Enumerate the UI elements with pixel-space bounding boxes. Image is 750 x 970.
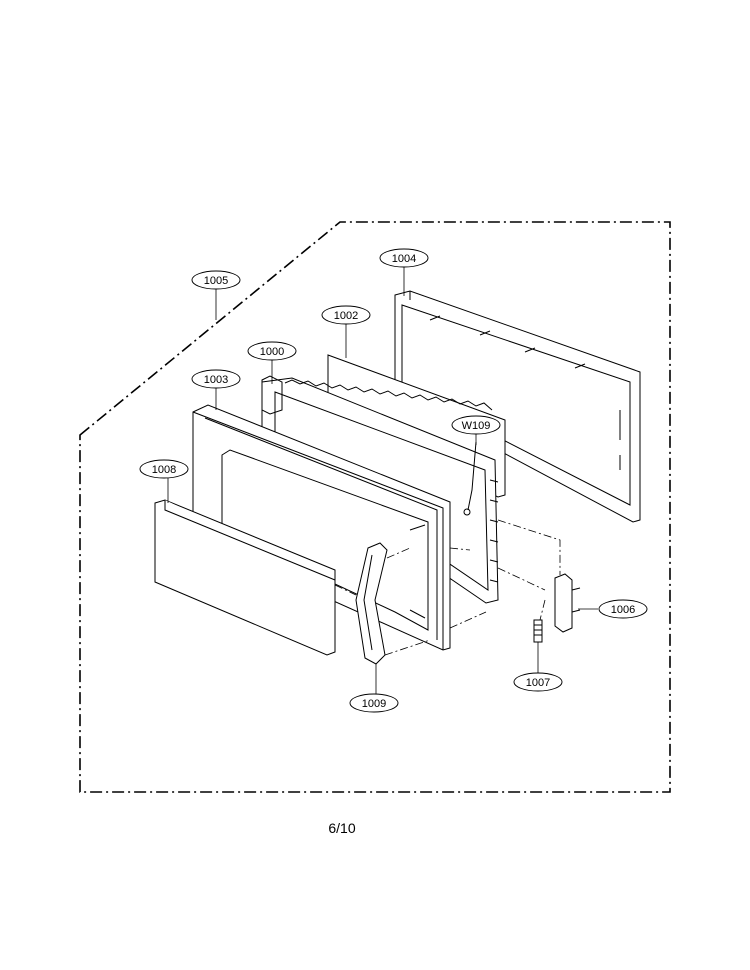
callout-1008-label: 1008 [152, 464, 176, 476]
callout-1006-label: 1006 [611, 604, 635, 616]
callout-1006: 1006 [598, 599, 648, 619]
callout-1000-label: 1000 [260, 346, 284, 358]
callout-W109-label: W109 [462, 420, 491, 432]
part-1007-spring [533, 619, 543, 643]
callout-1005: 1005 [191, 270, 241, 290]
leader-lines [167, 267, 598, 695]
part-W109-wire [463, 441, 477, 516]
callout-1009: 1009 [349, 693, 399, 713]
callout-W109: W109 [451, 415, 501, 435]
callout-1009-label: 1009 [362, 698, 386, 710]
callout-1002-label: 1002 [334, 310, 358, 322]
callout-1005-label: 1005 [204, 275, 228, 287]
callout-1007-label: 1007 [526, 677, 550, 689]
callout-1004: 1004 [379, 248, 429, 268]
assembly-lines [334, 519, 561, 656]
part-1008-front-panel [154, 499, 336, 656]
assembly-boundary [79, 221, 671, 793]
callout-1002: 1002 [321, 305, 371, 325]
page-number: 6/10 [328, 820, 356, 836]
callout-1008: 1008 [139, 459, 189, 479]
callout-1000: 1000 [247, 341, 297, 361]
callout-1003: 1003 [191, 369, 241, 389]
callout-1007: 1007 [513, 672, 563, 692]
part-1006-latch [554, 573, 581, 633]
callout-1004-label: 1004 [392, 253, 416, 265]
callout-1003-label: 1003 [204, 374, 228, 386]
